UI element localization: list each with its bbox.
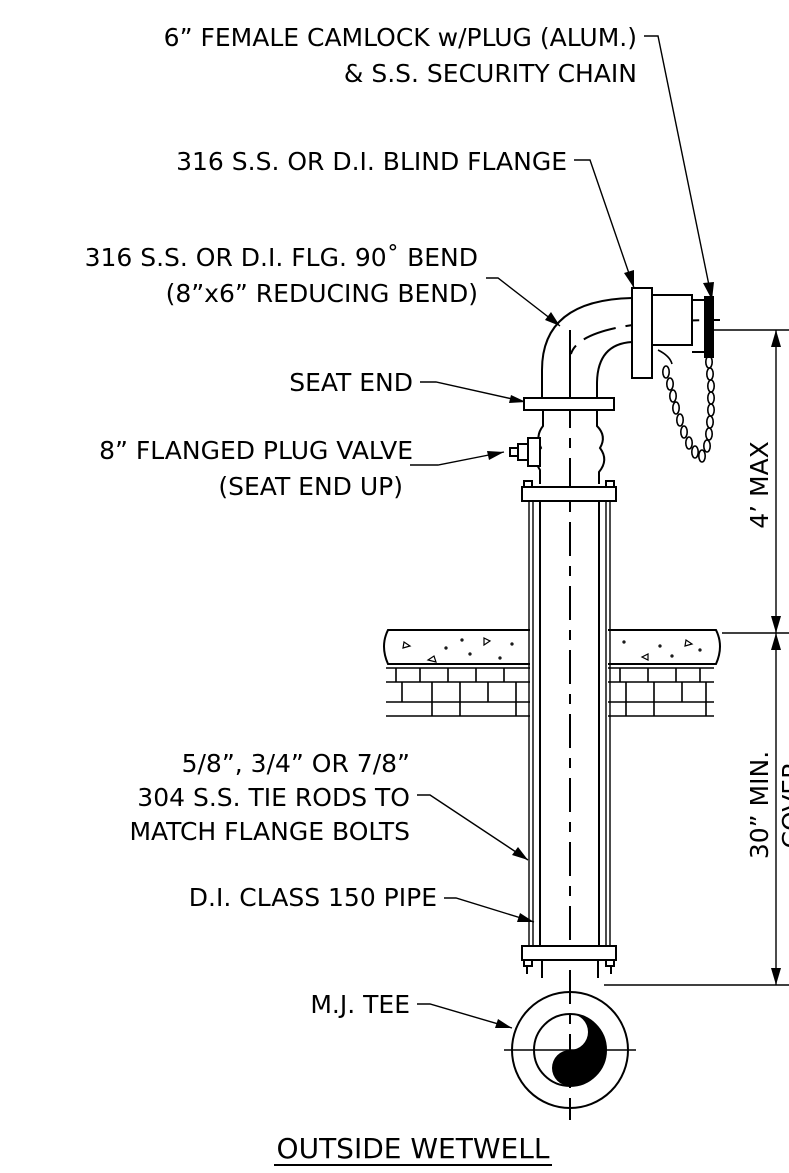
label-mj-tee: M.J. TEE — [310, 990, 410, 1019]
dimensions: 4’ MAX 30” MIN. COVER — [604, 330, 789, 986]
camlock-plug — [704, 296, 714, 358]
label-tie-rods-line1: 5/8”, 3/4” OR 7/8” — [182, 749, 410, 778]
label-bend-line2: (8”x6” REDUCING BEND) — [166, 279, 478, 308]
bend-inner — [596, 341, 633, 398]
leader-tie-rods-arrow — [512, 847, 528, 860]
slab-left — [383, 629, 530, 665]
label-bend-line1: 316 S.S. OR D.I. FLG. 90˚ BEND — [85, 243, 478, 272]
dim-arrow-top — [771, 330, 781, 347]
leader-mj-tee-arrow — [495, 1019, 512, 1028]
blind-flange-spool — [651, 294, 693, 346]
labels: 6” FEMALE CAMLOCK w/PLUG (ALUM.) & S.S. … — [85, 23, 637, 1019]
label-valve-line1: 8” FLANGED PLUG VALVE — [99, 436, 413, 465]
drawing-title-text: OUTSIDE WETWELL — [277, 1132, 550, 1165]
soil-hatch — [386, 667, 714, 717]
lower-rod-nut-right — [605, 959, 615, 967]
leader-valve-arrow — [487, 451, 504, 460]
dim-arrow-ground-up — [771, 616, 781, 633]
leader-blind-flange-arrow — [624, 270, 634, 288]
lower-rod-nut-left — [523, 959, 533, 967]
dimension-lower-text-line2: COVER — [777, 762, 789, 849]
mj-tee — [504, 991, 636, 1109]
upper-rod-nut-right — [605, 480, 615, 488]
security-chain — [657, 349, 715, 463]
ninety-degree-bend — [541, 287, 789, 398]
leader-lines — [410, 35, 714, 1029]
valve-operator-stem — [509, 447, 519, 457]
dim-arrow-ground-down — [771, 633, 781, 650]
valve-operator-nut — [517, 443, 529, 461]
valve-body-right — [596, 410, 606, 484]
riser-pipe — [528, 330, 611, 1120]
label-blind-flange: 316 S.S. OR D.I. BLIND FLANGE — [176, 147, 567, 176]
leader-seat-end — [420, 381, 527, 403]
leader-mj-tee — [417, 1003, 513, 1029]
leader-pipe-arrow — [517, 913, 534, 922]
lower-rod-flange — [521, 945, 617, 961]
slab-right — [608, 629, 721, 665]
label-seat-end: SEAT END — [289, 368, 413, 397]
bend-outer — [541, 297, 633, 398]
label-camlock-line2: & S.S. SECURITY CHAIN — [344, 59, 637, 88]
seat-end-flange — [523, 397, 615, 411]
label-pipe: D.I. CLASS 150 PIPE — [189, 883, 437, 912]
dim-arrow-bottom — [771, 968, 781, 985]
leader-bend — [486, 277, 561, 327]
label-tie-rods-line2: 304 S.S. TIE RODS TO — [137, 783, 410, 812]
plug-valve — [509, 410, 606, 484]
leader-camlock-arrow — [703, 282, 714, 300]
upper-rod-flange — [521, 486, 617, 502]
upper-rod-nut-left — [523, 480, 533, 488]
leader-bend-arrow — [545, 312, 560, 326]
riser-flanges — [521, 397, 617, 978]
bend-centerline — [569, 319, 721, 398]
valve-operator-flange — [527, 437, 541, 467]
bend-outlet-flange — [631, 287, 653, 379]
leader-camlock — [644, 35, 713, 301]
label-valve-line2: (SEAT END UP) — [218, 472, 403, 501]
leader-valve — [410, 451, 505, 466]
label-tie-rods-line3: MATCH FLANGE BOLTS — [129, 817, 410, 846]
leader-seat-end-arrow — [509, 395, 526, 403]
leader-blind-flange — [574, 159, 635, 289]
dimension-lower-text-line1: 30” MIN. — [745, 751, 774, 859]
ground-slab — [383, 629, 721, 717]
slab-aggregate — [402, 637, 702, 663]
dimension-upper-text: 4’ MAX — [745, 441, 774, 529]
drawing-title: OUTSIDE WETWELL — [274, 1132, 552, 1166]
leader-pipe — [444, 897, 535, 923]
leader-tie-rods — [417, 794, 529, 861]
label-camlock-line1: 6” FEMALE CAMLOCK w/PLUG (ALUM.) — [164, 23, 637, 52]
